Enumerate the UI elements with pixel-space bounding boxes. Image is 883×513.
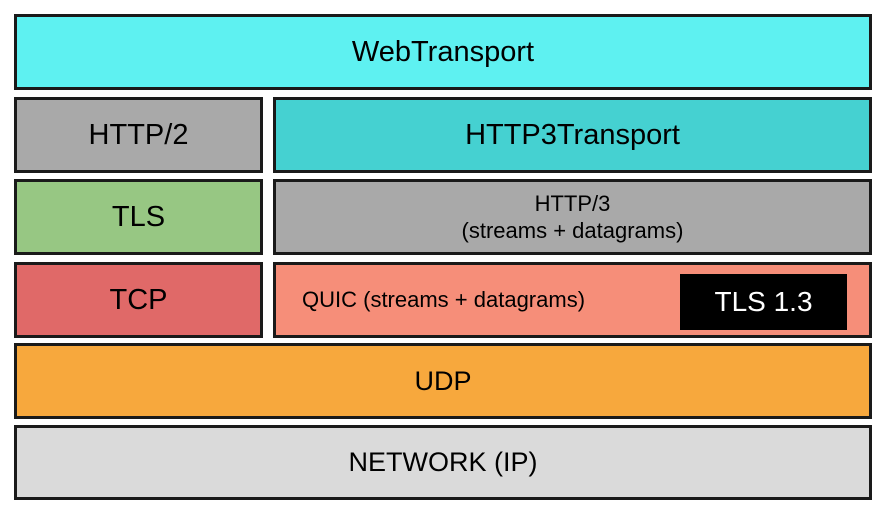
tls-label: TLS	[111, 200, 166, 233]
udp-layer: UDP	[14, 343, 872, 419]
network-label: NETWORK (IP)	[348, 447, 538, 477]
http3-layer: HTTP/3 (streams + datagrams)	[273, 179, 872, 255]
udp-label: UDP	[414, 365, 472, 396]
webtransport-layer: WebTransport	[14, 14, 872, 90]
http3transport-layer: HTTP3Transport	[273, 97, 872, 173]
quic-label: QUIC (streams + datagrams)	[302, 287, 586, 312]
http2-label: HTTP/2	[88, 118, 189, 151]
tls13-label: TLS 1.3	[714, 286, 813, 317]
network-layer: NETWORK (IP)	[14, 425, 872, 500]
tls13-box: TLS 1.3	[680, 274, 847, 330]
tcp-label: TCP	[109, 283, 168, 316]
http3transport-label: HTTP3Transport	[465, 118, 680, 151]
tcp-layer: TCP	[14, 262, 263, 338]
webtransport-label: WebTransport	[351, 35, 535, 68]
http3-sublabel: (streams + datagrams)	[461, 218, 684, 243]
http2-layer: HTTP/2	[14, 97, 263, 173]
http3-label: HTTP/3	[534, 190, 611, 216]
tls-layer: TLS	[14, 179, 263, 255]
